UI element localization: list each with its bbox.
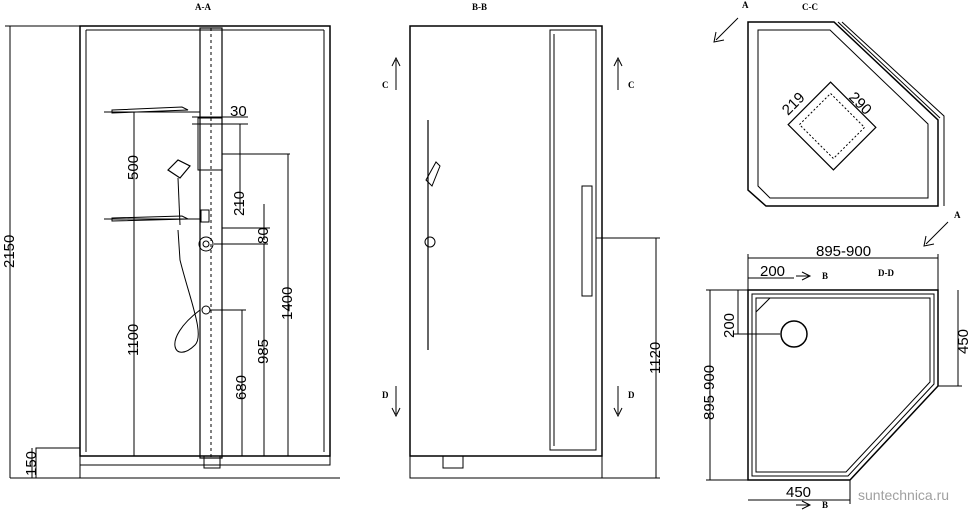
shower-hose xyxy=(174,229,201,353)
drain-hole xyxy=(780,320,808,348)
dim-shelf-gap: 500 xyxy=(125,155,142,180)
view-b-b: B-B C C D D xyxy=(382,2,664,479)
view-c-c: C-C 219 290 A A xyxy=(713,0,961,247)
dim-right-side: 450 xyxy=(955,329,970,354)
svg-text:D: D xyxy=(382,390,389,400)
mixer-knob-inner xyxy=(202,240,210,248)
dim-overhead: 30 xyxy=(230,103,247,120)
watermark: suntechnica.ru xyxy=(858,487,949,503)
svg-text:B: B xyxy=(822,271,828,281)
door-handle xyxy=(581,185,593,297)
marker-d-left: D xyxy=(382,386,401,418)
dim-showerhead-b: 290 xyxy=(845,89,875,119)
ceiling-edge-2 xyxy=(841,21,945,206)
tray-b xyxy=(409,455,603,479)
dim-outlet: 680 xyxy=(233,375,250,400)
dim-bottom-side: 450 xyxy=(786,484,811,501)
overhead-shower-nozzles xyxy=(798,92,866,160)
dim-door-height: 1120 xyxy=(647,342,664,374)
svg-text:A: A xyxy=(742,0,749,10)
dim-corner-x: 200 xyxy=(760,263,785,280)
dim-total-height: 2150 xyxy=(1,235,18,268)
ceiling-edge-1 xyxy=(837,21,941,119)
view-d-d-title: D-D xyxy=(878,268,894,278)
door-panel xyxy=(549,29,597,451)
tray-a xyxy=(79,455,331,466)
dim-left-side: 895-900 xyxy=(701,365,718,420)
dim-base-height: 150 xyxy=(23,451,40,476)
corner-chamfer xyxy=(755,297,771,313)
marker-a-bottom: A xyxy=(923,210,961,247)
hose-outlet xyxy=(201,305,211,315)
nozzle-panel xyxy=(197,117,223,171)
svg-text:B: B xyxy=(822,500,828,510)
view-b-b-title: B-B xyxy=(472,2,487,12)
dim-mixer: 1400 xyxy=(279,287,296,320)
dim-showerhead-a: 219 xyxy=(779,89,809,119)
overhead-shower-outer xyxy=(787,81,877,171)
view-c-c-title: C-C xyxy=(802,2,818,12)
ceiling-inner xyxy=(757,29,929,199)
base-step-a xyxy=(35,447,81,479)
dim-bracket: 80 xyxy=(255,227,272,244)
drain-b xyxy=(442,455,464,469)
tray-inner xyxy=(755,297,931,473)
switch-panel xyxy=(200,209,210,223)
overhead-shower xyxy=(787,81,877,171)
mixer-knob xyxy=(198,236,214,252)
tray-outline xyxy=(747,289,939,481)
marker-c-left: C xyxy=(382,56,401,90)
tray-rim xyxy=(751,293,935,477)
marker-d-right: D xyxy=(613,386,635,418)
dim-lower-shelf: 1100 xyxy=(125,324,142,356)
marker-b-bottom: B xyxy=(796,500,828,510)
view-a-a-title: A-A xyxy=(195,2,211,12)
svg-text:D: D xyxy=(628,390,635,400)
hand-shower-head xyxy=(167,159,191,179)
dim-top-width: 895-900 xyxy=(816,243,871,260)
dim-panel-drop: 210 xyxy=(231,191,248,216)
svg-text:C: C xyxy=(382,80,389,90)
dim-handset: 985 xyxy=(255,339,272,364)
drain-a xyxy=(203,455,221,469)
marker-c-right: C xyxy=(613,56,635,90)
view-a-a: A-A 2150 150 xyxy=(1,2,340,479)
svg-text:C: C xyxy=(628,80,635,90)
view-d-d: D-D B B 895-900 200 200 450 xyxy=(701,243,970,510)
cabin-outline-b xyxy=(409,25,603,457)
hand-shower-b xyxy=(425,161,441,187)
ceiling-outline xyxy=(747,21,939,207)
marker-a-top: A xyxy=(713,0,749,43)
hand-shower-rail xyxy=(177,177,181,226)
dim-corner-y: 200 xyxy=(721,313,738,338)
marker-b-top: B xyxy=(796,271,828,281)
mixer-b xyxy=(424,236,436,248)
svg-text:A: A xyxy=(954,210,961,220)
